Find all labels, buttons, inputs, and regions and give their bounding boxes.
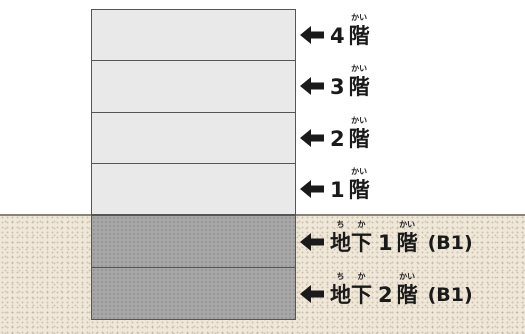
left-arrow-icon <box>300 26 324 44</box>
furigana: かい <box>351 13 368 22</box>
floor-number: 2 <box>330 127 345 151</box>
basement-2-label: ち 地 か 下 2 かい 階 (B1) <box>300 267 473 307</box>
floor-number: 1 <box>378 231 393 255</box>
furigana: かい <box>351 64 368 73</box>
floor-kanji: かい 階 <box>348 167 370 202</box>
basement-1-label: ち 地 か 下 1 かい 階 (B1) <box>300 215 473 255</box>
left-arrow-icon <box>300 285 324 303</box>
floor-number: 3 <box>330 75 345 99</box>
left-arrow-icon <box>300 180 324 198</box>
floor-number: 4 <box>330 24 345 48</box>
chika-kanji-2: か 下 <box>351 220 372 255</box>
furigana: かい <box>351 116 368 125</box>
furigana: かい <box>399 272 416 281</box>
floor-number: 1 <box>330 178 345 202</box>
floor-number: 2 <box>378 283 393 307</box>
floor-kanji: かい 階 <box>348 116 370 151</box>
floor-3-block <box>91 60 296 113</box>
floor-kanji: かい 階 <box>396 272 418 307</box>
floor-1-label: 1 かい 階 <box>300 162 370 202</box>
furigana: ち <box>336 220 345 229</box>
furigana: ち <box>336 272 345 281</box>
left-arrow-icon <box>300 233 324 251</box>
left-arrow-icon <box>300 129 324 147</box>
floor-4-block <box>91 9 296 61</box>
left-arrow-icon <box>300 77 324 95</box>
chika-kanji-1: ち 地 <box>330 272 351 307</box>
floor-2-block <box>91 112 296 164</box>
furigana: か <box>357 272 366 281</box>
chika-kanji-1: ち 地 <box>330 220 351 255</box>
furigana: かい <box>351 167 368 176</box>
chika-kanji-2: か 下 <box>351 272 372 307</box>
floor-kanji: かい 階 <box>348 13 370 48</box>
basement-2-block <box>91 267 296 320</box>
basement-1-block <box>91 215 296 268</box>
floor-kanji: かい 階 <box>396 220 418 255</box>
furigana: かい <box>399 220 416 229</box>
floor-4-label: 4 かい 階 <box>300 8 370 48</box>
floor-3-label: 3 かい 階 <box>300 59 370 99</box>
furigana: か <box>357 220 366 229</box>
floor-code: (B1) <box>427 232 473 254</box>
floor-1-block <box>91 163 296 215</box>
floor-code: (B1) <box>427 284 473 306</box>
floor-kanji: かい 階 <box>348 64 370 99</box>
floor-2-label: 2 かい 階 <box>300 111 370 151</box>
